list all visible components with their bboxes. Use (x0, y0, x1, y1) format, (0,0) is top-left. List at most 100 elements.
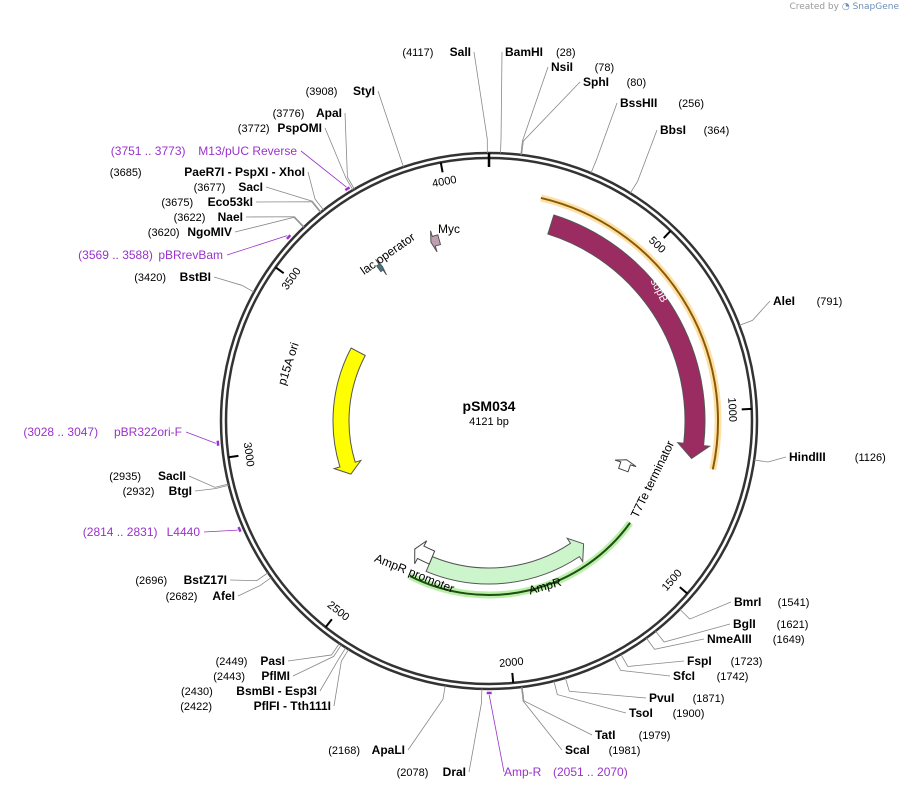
orange-span (540, 196, 719, 470)
site-name: SfcI (673, 669, 695, 683)
site-position: (1981) (609, 745, 641, 757)
site-name: AleI (773, 294, 795, 308)
site-hindiii: HindIII(1126) (754, 450, 886, 464)
site-bsshii: BssHII(256) (590, 96, 704, 174)
site-pasi: PasI(2449) (216, 643, 340, 668)
site-naei: NaeI(3622) (174, 210, 305, 228)
plasmid-name: pSM034 (463, 398, 516, 414)
site-position: (3772) (238, 123, 270, 135)
site-leader-line (590, 102, 618, 174)
site-name: PvuI (649, 691, 674, 705)
feature-lac-operator (375, 258, 387, 276)
site-leader-line (194, 484, 229, 492)
site-name: AfeI (212, 589, 235, 603)
site-position: (3420) (134, 272, 166, 284)
site-sphi: SphI (80) (521, 75, 647, 156)
site-drai: DraI(2078) (397, 688, 483, 779)
site-name: BstZ17I (184, 573, 227, 587)
site-position: (3908) (306, 86, 338, 98)
credit-brand: SnapGene (852, 2, 899, 12)
site-position: (80) (627, 77, 647, 89)
site-name: PasI (260, 654, 285, 668)
site-name: BstBI (180, 270, 211, 284)
primer-name: Amp-R (504, 765, 542, 779)
primer-leader-line (185, 431, 217, 444)
primer-range: (3569 .. 3588) (78, 248, 153, 262)
site-bstz17i: BstZ17I (2696) (135, 572, 269, 587)
site-name: SalI (450, 45, 471, 59)
backbone-rings (219, 151, 759, 691)
site-position: (1979) (639, 730, 671, 742)
site-position: (2935) (109, 471, 141, 483)
credit-prefix: Created by (789, 2, 839, 12)
site-leader-line (679, 601, 732, 620)
site-position: (3776) (273, 108, 305, 120)
site-leader-line (553, 680, 627, 714)
site-btgi: BtgI(2932) (123, 484, 229, 498)
label-lac-operator: lac operator (358, 230, 418, 278)
feature-sopb (547, 214, 711, 460)
site-leader-line (521, 686, 593, 736)
site-position: (1621) (777, 619, 809, 631)
primer-name: pBRrevBam (158, 248, 223, 262)
site-position: (4117) (402, 47, 433, 59)
primer-range: (3028 .. 3047) (23, 425, 98, 439)
site-position: (1871) (693, 693, 725, 705)
feature-spans (408, 194, 722, 599)
site-leader-line (307, 171, 324, 211)
site-sacii: SacII(2935) (109, 469, 229, 488)
site-bmri: BmrI(1541) (679, 595, 809, 620)
feature-p15a-ori (332, 347, 366, 475)
plasmid-length: 4121 bp (469, 416, 509, 428)
site-apali: ApaLI(2168) (328, 685, 446, 757)
label-t7te: T7Te terminator (628, 438, 677, 520)
site-position: (791) (817, 296, 843, 308)
site-apai: ApaI(3776) (273, 106, 355, 190)
feature-t7te-terminator (614, 459, 637, 473)
feature-myc (430, 230, 442, 253)
primer-sites: M13/pUC Reverse(3751 .. 3773)pBRrevBam(3… (23, 144, 627, 779)
site-name: NmeAIII (707, 632, 752, 646)
site-position: (1900) (673, 708, 705, 720)
scale-tick (228, 454, 239, 459)
site-saci: SacI (3677) (194, 180, 322, 213)
primer-mark (237, 526, 242, 533)
primer-amp-r: Amp-R(2051 .. 2070) (486, 691, 628, 779)
site-name: BbsI (660, 123, 686, 137)
site-tati: TatI(1979) (521, 686, 671, 742)
primer-range: (3751 .. 3773) (111, 144, 186, 158)
site-leader-line (265, 186, 322, 213)
site-scai: ScaI(1981) (521, 686, 641, 757)
site-bsmbi-esp3i: BsmBI - Esp3I(2430) (181, 647, 347, 698)
label-p15a: p15A ori (275, 341, 302, 387)
site-ngomiv: NgoMIV(3620) (148, 216, 304, 239)
site-name: SphI (583, 75, 609, 89)
site-name: BmrI (734, 595, 761, 609)
site-name: PflMI (261, 669, 290, 683)
site-leader-line (655, 623, 731, 643)
site-name: SacI (238, 180, 263, 194)
primer-mark (344, 186, 351, 192)
green-span (409, 522, 631, 596)
site-position: (2696) (135, 575, 167, 587)
site-position: (256) (678, 98, 704, 110)
site-name: PspOMI (277, 121, 322, 135)
site-leader-line (646, 637, 705, 650)
site-name: BglI (733, 617, 756, 631)
site-leader-line (213, 276, 255, 293)
site-alei: AleI (791) (739, 294, 843, 326)
site-leader-line (739, 300, 771, 326)
site-leader-line (520, 66, 549, 155)
site-sali: SalI (4117) (402, 45, 488, 154)
site-position: (3677) (194, 182, 226, 194)
primer-l4440: L4440(2814 .. 2831) (83, 525, 242, 539)
site-position: (1742) (717, 671, 749, 683)
site-leader-line (521, 686, 563, 751)
site-paer7i-pspxi-xhoi: PaeR7I - PspXI - XhoI(3685) (110, 165, 324, 211)
feature-ampr-promoter (414, 540, 436, 565)
site-name: BtgI (169, 484, 192, 498)
site-leader-line (324, 127, 354, 191)
primer-leader-line (300, 150, 347, 188)
site-leader-line (407, 685, 446, 751)
